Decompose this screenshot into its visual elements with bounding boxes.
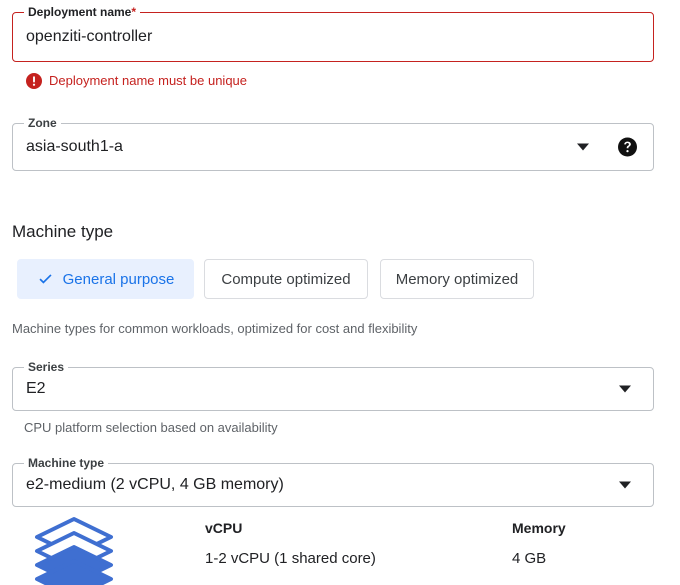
series-select[interactable]: Series E2 [12, 361, 654, 411]
machine-type-description: Machine types for common workloads, opti… [12, 321, 418, 336]
zone-select[interactable]: Zone asia-south1-a [12, 117, 654, 171]
spec-header-memory: Memory [512, 520, 566, 536]
chevron-down-icon[interactable] [619, 385, 631, 393]
zone-value: asia-south1-a [26, 138, 123, 155]
series-label: Series [24, 361, 69, 374]
deployment-name-label: Deployment name* [24, 5, 141, 19]
deployment-name-field[interactable]: Deployment name* openziti-controller [12, 6, 654, 62]
deployment-name-input[interactable]: openziti-controller [26, 28, 153, 45]
machine-type-field-label: Machine type [24, 457, 109, 470]
chip-general-purpose[interactable]: General purpose [17, 259, 194, 299]
series-helper-text: CPU platform selection based on availabi… [24, 420, 278, 435]
chip-memory-optimized-label: Memory optimized [395, 270, 519, 288]
deployment-name-error: Deployment name must be unique [26, 73, 247, 89]
series-value: E2 [26, 380, 46, 397]
required-asterisk: * [131, 5, 137, 19]
machine-type-section-title: Machine type [12, 222, 114, 241]
check-icon [39, 273, 52, 284]
zone-label: Zone [24, 117, 61, 130]
chip-memory-optimized[interactable]: Memory optimized [380, 259, 534, 299]
machine-type-value: e2-medium (2 vCPU, 4 GB memory) [26, 476, 284, 493]
chip-compute-optimized-label: Compute optimized [221, 270, 351, 288]
spec-value-memory: 4 GB [512, 550, 547, 567]
help-circle-icon[interactable] [618, 137, 637, 157]
chip-compute-optimized[interactable]: Compute optimized [204, 259, 368, 299]
deployment-name-label-text: Deployment name [28, 5, 132, 19]
spec-value-vcpu: 1-2 vCPU (1 shared core) [205, 550, 376, 567]
stacked-layers-icon [35, 517, 113, 585]
chevron-down-icon[interactable] [577, 143, 589, 151]
spec-header-vcpu: vCPU [205, 520, 243, 536]
error-filled-icon [26, 73, 42, 89]
deployment-name-error-text: Deployment name must be unique [49, 73, 248, 88]
chip-general-purpose-label: General purpose [62, 270, 175, 288]
machine-type-select[interactable]: Machine type e2-medium (2 vCPU, 4 GB mem… [12, 457, 654, 507]
chevron-down-icon[interactable] [619, 481, 631, 489]
